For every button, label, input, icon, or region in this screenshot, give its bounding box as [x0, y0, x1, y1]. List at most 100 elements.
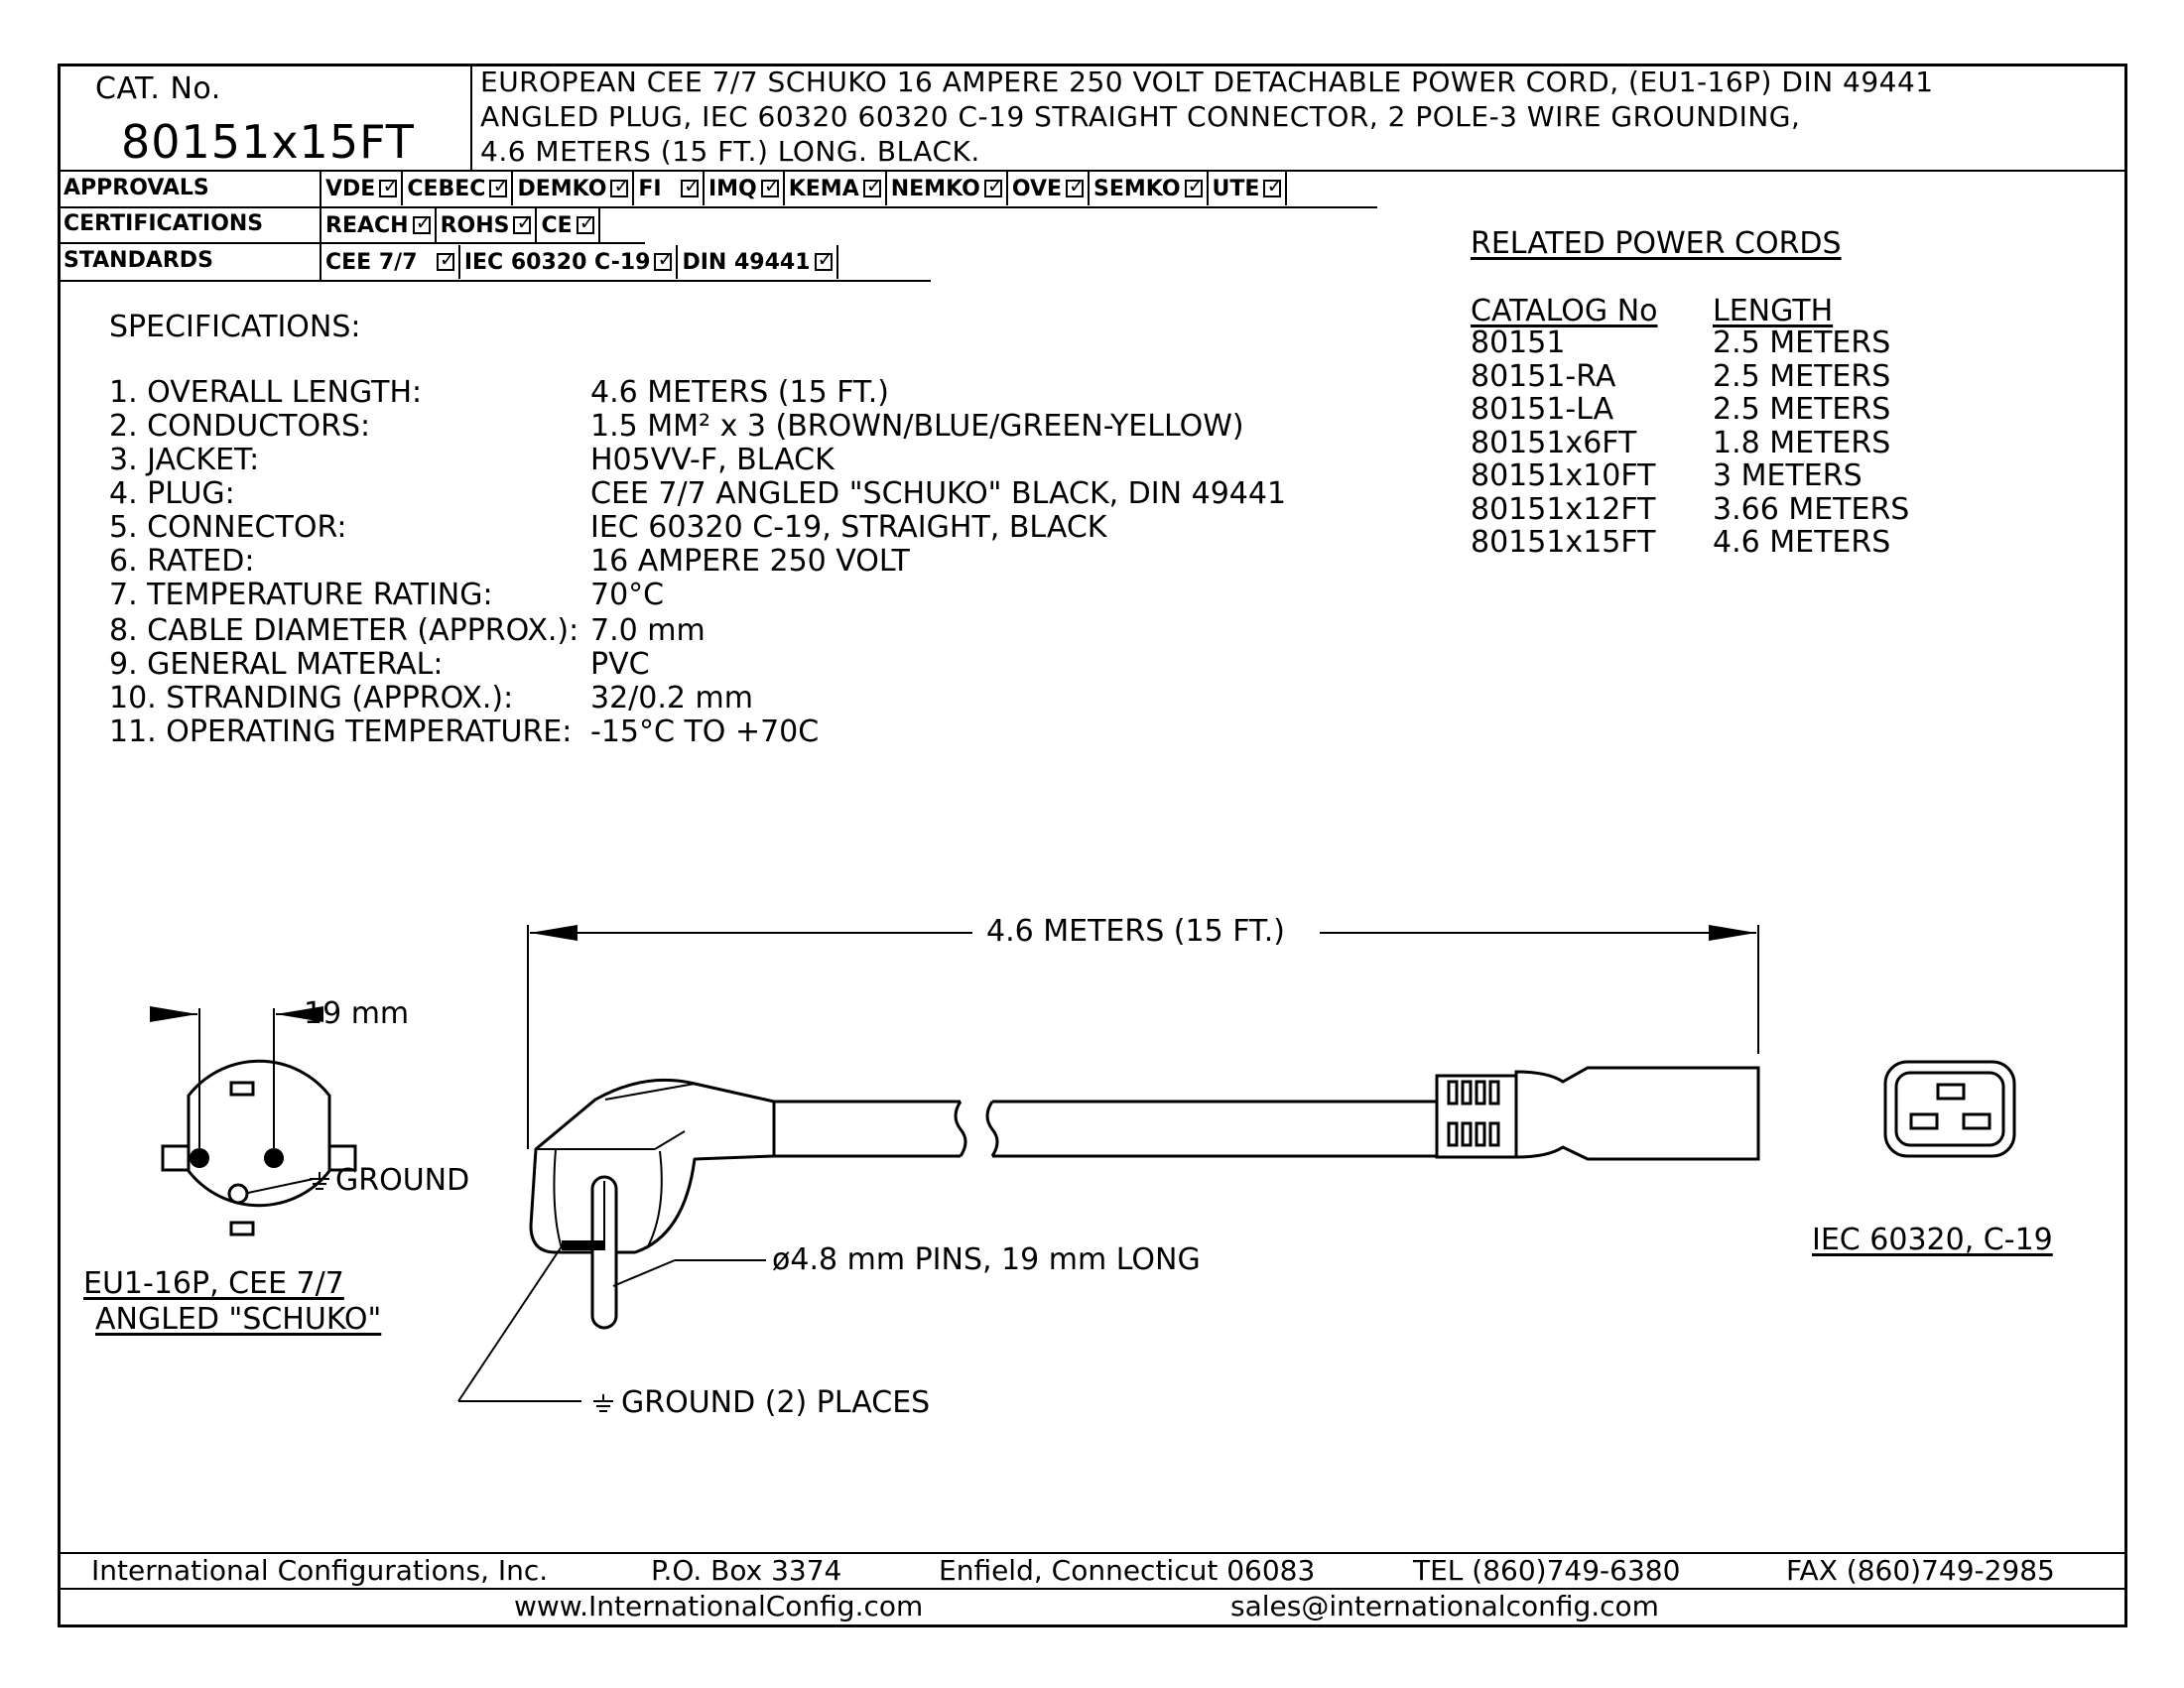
approval-nemko[interactable]: NEMKO: [887, 172, 1008, 205]
related-catalog[interactable]: 80151x10FT: [1471, 458, 1656, 493]
related-length: 2.5 METERS: [1713, 358, 1891, 394]
connector-caption: IEC 60320, C-19: [1812, 1223, 2053, 1257]
related-catalog[interactable]: 80151x12FT: [1471, 491, 1656, 527]
checkbox-checked-icon: [654, 247, 674, 271]
plug-ground-contact: [227, 1183, 249, 1205]
checkbox-checked-icon: [1184, 174, 1204, 197]
approval-kema[interactable]: KEMA: [785, 172, 887, 205]
approval-cebec[interactable]: CEBEC: [403, 172, 514, 205]
related-catalog[interactable]: 80151-LA: [1471, 392, 1614, 427]
related-heading: RELATED POWER CORDS: [1471, 226, 1842, 261]
related-catalog[interactable]: 80151x6FT: [1471, 425, 1637, 460]
footer-tel: TEL (860)749-6380: [1413, 1554, 1681, 1587]
certifications-row: REACH ROHS CE: [321, 208, 600, 242]
footer-divider-top: [58, 1552, 2127, 1554]
standards-row: CEE 7/7 IEC 60320 C-19 DIN 49441: [321, 245, 838, 279]
checkbox-checked-icon: [379, 174, 399, 197]
approvals-label: APPROVALS: [64, 176, 209, 200]
approval-imq[interactable]: IMQ: [705, 172, 785, 205]
spec-key: 2. CONDUCTORS:: [109, 409, 371, 444]
spec-value: -15°C TO +70C: [590, 714, 820, 749]
checkbox-checked-icon: [760, 174, 780, 197]
spec-key: 9. GENERAL MATERAL:: [109, 647, 444, 682]
cert-ce[interactable]: CE: [537, 208, 600, 242]
related-length: 4.6 METERS: [1713, 525, 1891, 560]
c19-connector-face: [1883, 1060, 2016, 1158]
approval-demko[interactable]: DEMKO: [513, 172, 635, 205]
related-row: 80151x15FT 4.6 METERS: [1471, 525, 1890, 560]
footer-city: Enfield, Connecticut 06083: [939, 1554, 1316, 1587]
footer-web-link[interactable]: www.InternationalConfig.com: [514, 1590, 924, 1623]
plug-caption-line-1: EU1-16P, CEE 7/7: [83, 1266, 344, 1301]
related-row: 80151-RA 2.5 METERS: [1471, 358, 1890, 394]
spec-key: 4. PLUG:: [109, 476, 235, 511]
drawing-frame: [58, 64, 2127, 1627]
spec-key: 3. JACKET:: [109, 443, 260, 477]
std-iec60320[interactable]: IEC 60320 C-19: [460, 245, 679, 279]
description-line-3: 4.6 METERS (15 FT.) LONG. BLACK.: [480, 135, 980, 168]
cord: [774, 1100, 1437, 1158]
approval-vde[interactable]: VDE: [321, 172, 404, 205]
related-catalog[interactable]: 80151: [1471, 325, 1566, 360]
description-line-2: ANGLED PLUG, IEC 60320 60320 C-19 STRAIG…: [480, 100, 1801, 133]
cert-rohs[interactable]: ROHS: [437, 208, 538, 242]
title-block-divider: [58, 170, 2127, 172]
cat-number: 80151x15FT: [121, 115, 415, 169]
spec-key: 7. TEMPERATURE RATING:: [109, 578, 493, 612]
ground-symbol-icon: [593, 1394, 613, 1412]
cat-number-divider: [470, 64, 472, 171]
approval-ute[interactable]: UTE: [1209, 172, 1288, 205]
approvals-row: VDE CEBEC DEMKO FI IMQ KEMA NEMKO OVE SE…: [321, 172, 1288, 205]
checkbox-checked-icon: [576, 210, 595, 234]
schuko-plug-face: [161, 1059, 357, 1236]
checkbox-checked-icon: [862, 174, 882, 197]
spec-value: 70°C: [590, 578, 665, 612]
footer-email-link[interactable]: sales@internationalconfig.com: [1230, 1590, 1659, 1623]
spec-value: 16 AMPERE 250 VOLT: [590, 544, 910, 579]
approval-ove[interactable]: OVE: [1008, 172, 1091, 205]
length-dimension-label: 4.6 METERS (15 FT.): [982, 914, 1289, 949]
footer-company: International Configurations, Inc.: [91, 1554, 549, 1587]
checkbox-checked-icon: [610, 174, 630, 197]
ground-places-label: GROUND (2) PLACES: [621, 1385, 931, 1420]
related-col-catalog: CATALOG No: [1471, 294, 1658, 328]
cat-label: CAT. No.: [95, 71, 221, 106]
spec-value: CEE 7/7 ANGLED "SCHUKO" BLACK, DIN 49441: [590, 476, 1287, 511]
description-line-1: EUROPEAN CEE 7/7 SCHUKO 16 AMPERE 250 VO…: [480, 65, 1934, 98]
related-catalog[interactable]: 80151x15FT: [1471, 525, 1656, 560]
spec-key: 11. OPERATING TEMPERATURE:: [109, 714, 573, 749]
related-row: 80151 2.5 METERS: [1471, 325, 1890, 360]
grid-rule-1: [58, 206, 1377, 208]
spec-key: 10. STRANDING (APPROX.):: [109, 681, 514, 715]
grid-label-divider: [320, 171, 321, 280]
plug-caption-line-2: ANGLED "SCHUKO": [95, 1302, 382, 1337]
checkbox-checked-icon: [680, 174, 701, 197]
angled-plug-body: [529, 1078, 776, 1254]
c19-connector-side: [1435, 1066, 1760, 1161]
std-cee77[interactable]: CEE 7/7: [321, 245, 460, 279]
spec-value: 32/0.2 mm: [590, 681, 753, 715]
footer-fax: FAX (860)749-2985: [1786, 1554, 2055, 1587]
related-length: 3 METERS: [1713, 458, 1863, 493]
plug-pin-left: [190, 1148, 209, 1168]
spec-value: 7.0 mm: [590, 613, 706, 648]
cert-reach[interactable]: REACH: [321, 208, 437, 242]
footer-divider-mid: [58, 1588, 2127, 1590]
spec-key: 6. RATED:: [109, 544, 255, 579]
checkbox-checked-icon: [814, 247, 834, 271]
related-catalog[interactable]: 80151-RA: [1471, 358, 1616, 394]
spec-value: PVC: [590, 647, 650, 682]
related-length: 2.5 METERS: [1713, 325, 1891, 360]
std-din49441[interactable]: DIN 49441: [678, 245, 838, 279]
approval-semko[interactable]: SEMKO: [1090, 172, 1209, 205]
checkbox-checked-icon: [436, 247, 456, 271]
checkbox-checked-icon: [1066, 174, 1086, 197]
approval-fi[interactable]: FI: [634, 172, 705, 205]
checkbox-checked-icon: [1263, 174, 1283, 197]
ground-leader: [247, 1178, 315, 1194]
ground-label: GROUND: [335, 1163, 470, 1198]
